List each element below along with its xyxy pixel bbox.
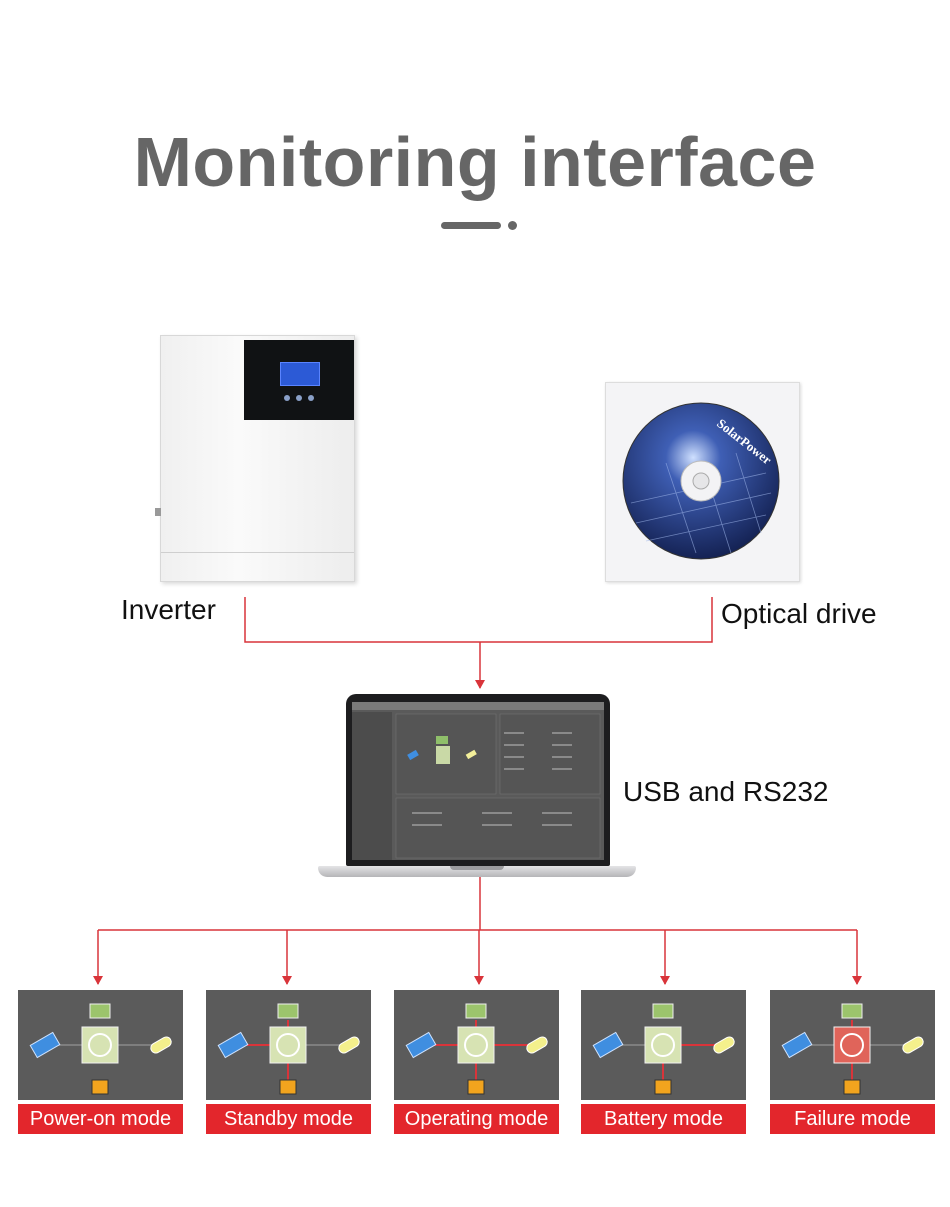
- solar-panel-icon: [781, 1031, 813, 1059]
- power-flow-icon: [781, 1003, 924, 1095]
- load-bulb-icon: [902, 1036, 924, 1054]
- device-connector: [244, 597, 713, 643]
- optical-disc-image: SolarPower: [605, 382, 800, 582]
- load-bulb-icon: [713, 1036, 735, 1054]
- page-title: Monitoring interface: [133, 123, 817, 201]
- solar-panel-icon: [405, 1031, 437, 1059]
- inverter-ring: [276, 1033, 300, 1057]
- software-screenshot: [352, 702, 604, 860]
- mode-diagram-standby: [206, 990, 371, 1100]
- mode-diagram-power-on: [18, 990, 183, 1100]
- solar-panel-icon: [592, 1031, 624, 1059]
- disc-icon: SolarPower: [622, 402, 780, 560]
- solar-panel-icon: [217, 1031, 249, 1059]
- power-flow-icon: [405, 1003, 548, 1095]
- inverter-button: [308, 395, 314, 401]
- power-flow-icon: [592, 1003, 735, 1095]
- title-underline-dot: [508, 221, 517, 230]
- mode-label-standby: Standby mode: [206, 1104, 371, 1134]
- inverter-icon: [269, 1026, 307, 1064]
- inverter-knob: [155, 508, 161, 516]
- connection-label: USB and RS232: [623, 776, 829, 807]
- inverter-icon: [644, 1026, 682, 1064]
- grid-icon: [465, 1003, 487, 1019]
- grid-icon: [277, 1003, 299, 1019]
- mode-label-power-on: Power-on mode: [18, 1104, 183, 1134]
- mode-diagram-operating: [394, 990, 559, 1100]
- power-flow-icon: [217, 1003, 360, 1095]
- inverter-label: Inverter: [121, 594, 216, 625]
- mode-label-operating: Operating mode: [394, 1104, 559, 1134]
- inverter-lcd: [280, 362, 320, 386]
- inverter-ring: [651, 1033, 675, 1057]
- mode-label-failure: Failure mode: [770, 1104, 935, 1134]
- optical-drive-label: Optical drive: [721, 598, 877, 629]
- grid-icon: [652, 1003, 674, 1019]
- inverter-ring: [464, 1033, 488, 1057]
- laptop-screen: [352, 702, 604, 860]
- solar-panel-icon: [29, 1031, 61, 1059]
- title-underline: [441, 222, 501, 229]
- inverter-image: [155, 335, 355, 582]
- battery-icon: [91, 1079, 109, 1095]
- grid-icon: [841, 1003, 863, 1019]
- inverter-icon: [457, 1026, 495, 1064]
- mode-diagram-failure: [770, 990, 935, 1100]
- inverter-ring: [88, 1033, 112, 1057]
- power-flow-icon: [29, 1003, 172, 1095]
- battery-icon: [843, 1079, 861, 1095]
- mode-diagram-battery: [581, 990, 746, 1100]
- inverter-button: [296, 395, 302, 401]
- inverter-icon: [833, 1026, 871, 1064]
- inverter-control-panel: [244, 340, 354, 420]
- inverter-button: [284, 395, 290, 401]
- inverter-divider: [161, 552, 354, 553]
- load-bulb-icon: [150, 1036, 172, 1054]
- battery-icon: [467, 1079, 485, 1095]
- inverter-icon: [81, 1026, 119, 1064]
- load-bulb-icon: [526, 1036, 548, 1054]
- battery-icon: [654, 1079, 672, 1095]
- battery-icon: [279, 1079, 297, 1095]
- load-bulb-icon: [338, 1036, 360, 1054]
- laptop-notch: [450, 866, 504, 870]
- grid-icon: [89, 1003, 111, 1019]
- inverter-ring: [840, 1033, 864, 1057]
- mode-label-battery: Battery mode: [581, 1104, 746, 1134]
- laptop-base: [318, 866, 636, 877]
